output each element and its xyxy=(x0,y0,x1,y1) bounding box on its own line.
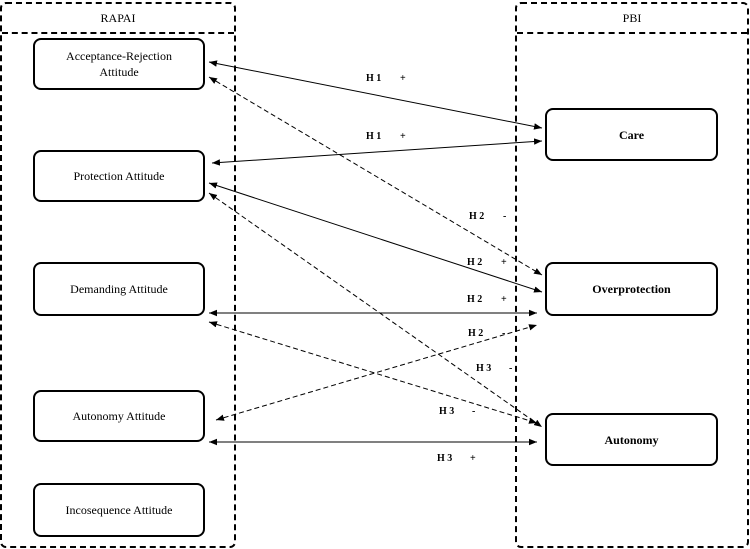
arrow-acceptance-overprotection xyxy=(208,76,543,276)
hypothesis-label: H 2 xyxy=(467,257,483,268)
hypothesis-label: H 2 xyxy=(469,211,485,222)
hypothesis-sign: - xyxy=(509,363,513,374)
hypothesis-label: H 2 xyxy=(468,328,484,339)
box-autonomy: Autonomy xyxy=(545,413,718,466)
hypothesis-label: H 3 xyxy=(439,406,455,417)
hypothesis-sign: + xyxy=(400,73,406,84)
hypothesis-sign: + xyxy=(501,257,507,268)
hypothesis-sign: - xyxy=(503,211,507,222)
box-autonomy-attitude: Autonomy Attitude xyxy=(33,390,205,442)
box-overprotection: Overprotection xyxy=(545,262,718,316)
box-demanding-attitude: Demanding Attitude xyxy=(33,262,205,316)
arrow-protection-care xyxy=(211,138,543,166)
box-protection-attitude: Protection Attitude xyxy=(33,150,205,202)
arrow-demanding-autonomy xyxy=(208,321,538,424)
box-care: Care xyxy=(545,108,718,161)
hypothesis-label: H 1 xyxy=(366,131,382,142)
hypothesis-sign: + xyxy=(400,131,406,142)
arrow-protection-autonomy xyxy=(208,192,543,428)
box-incosequence-attitude: Incosequence Attitude xyxy=(33,483,205,537)
hypothesis-sign: + xyxy=(501,294,507,305)
box-acceptance-rejection: Acceptance-Rejection Attitude xyxy=(33,38,205,90)
arrow-protection-overprotection xyxy=(208,182,543,293)
pbi-group-title: PBI xyxy=(517,4,747,34)
hypothesis-label: H 3 xyxy=(437,453,453,464)
hypothesis-label: H 3 xyxy=(476,363,492,374)
hypothesis-sign: - xyxy=(472,406,476,417)
hypothesis-sign: - xyxy=(502,328,506,339)
arrow-acceptance-care xyxy=(208,60,543,130)
rapai-group-title: RAPAI xyxy=(2,4,234,34)
hypothesis-label: H 2 xyxy=(467,294,483,305)
hypothesis-label: H 1 xyxy=(366,73,382,84)
hypothesis-sign: + xyxy=(470,453,476,464)
